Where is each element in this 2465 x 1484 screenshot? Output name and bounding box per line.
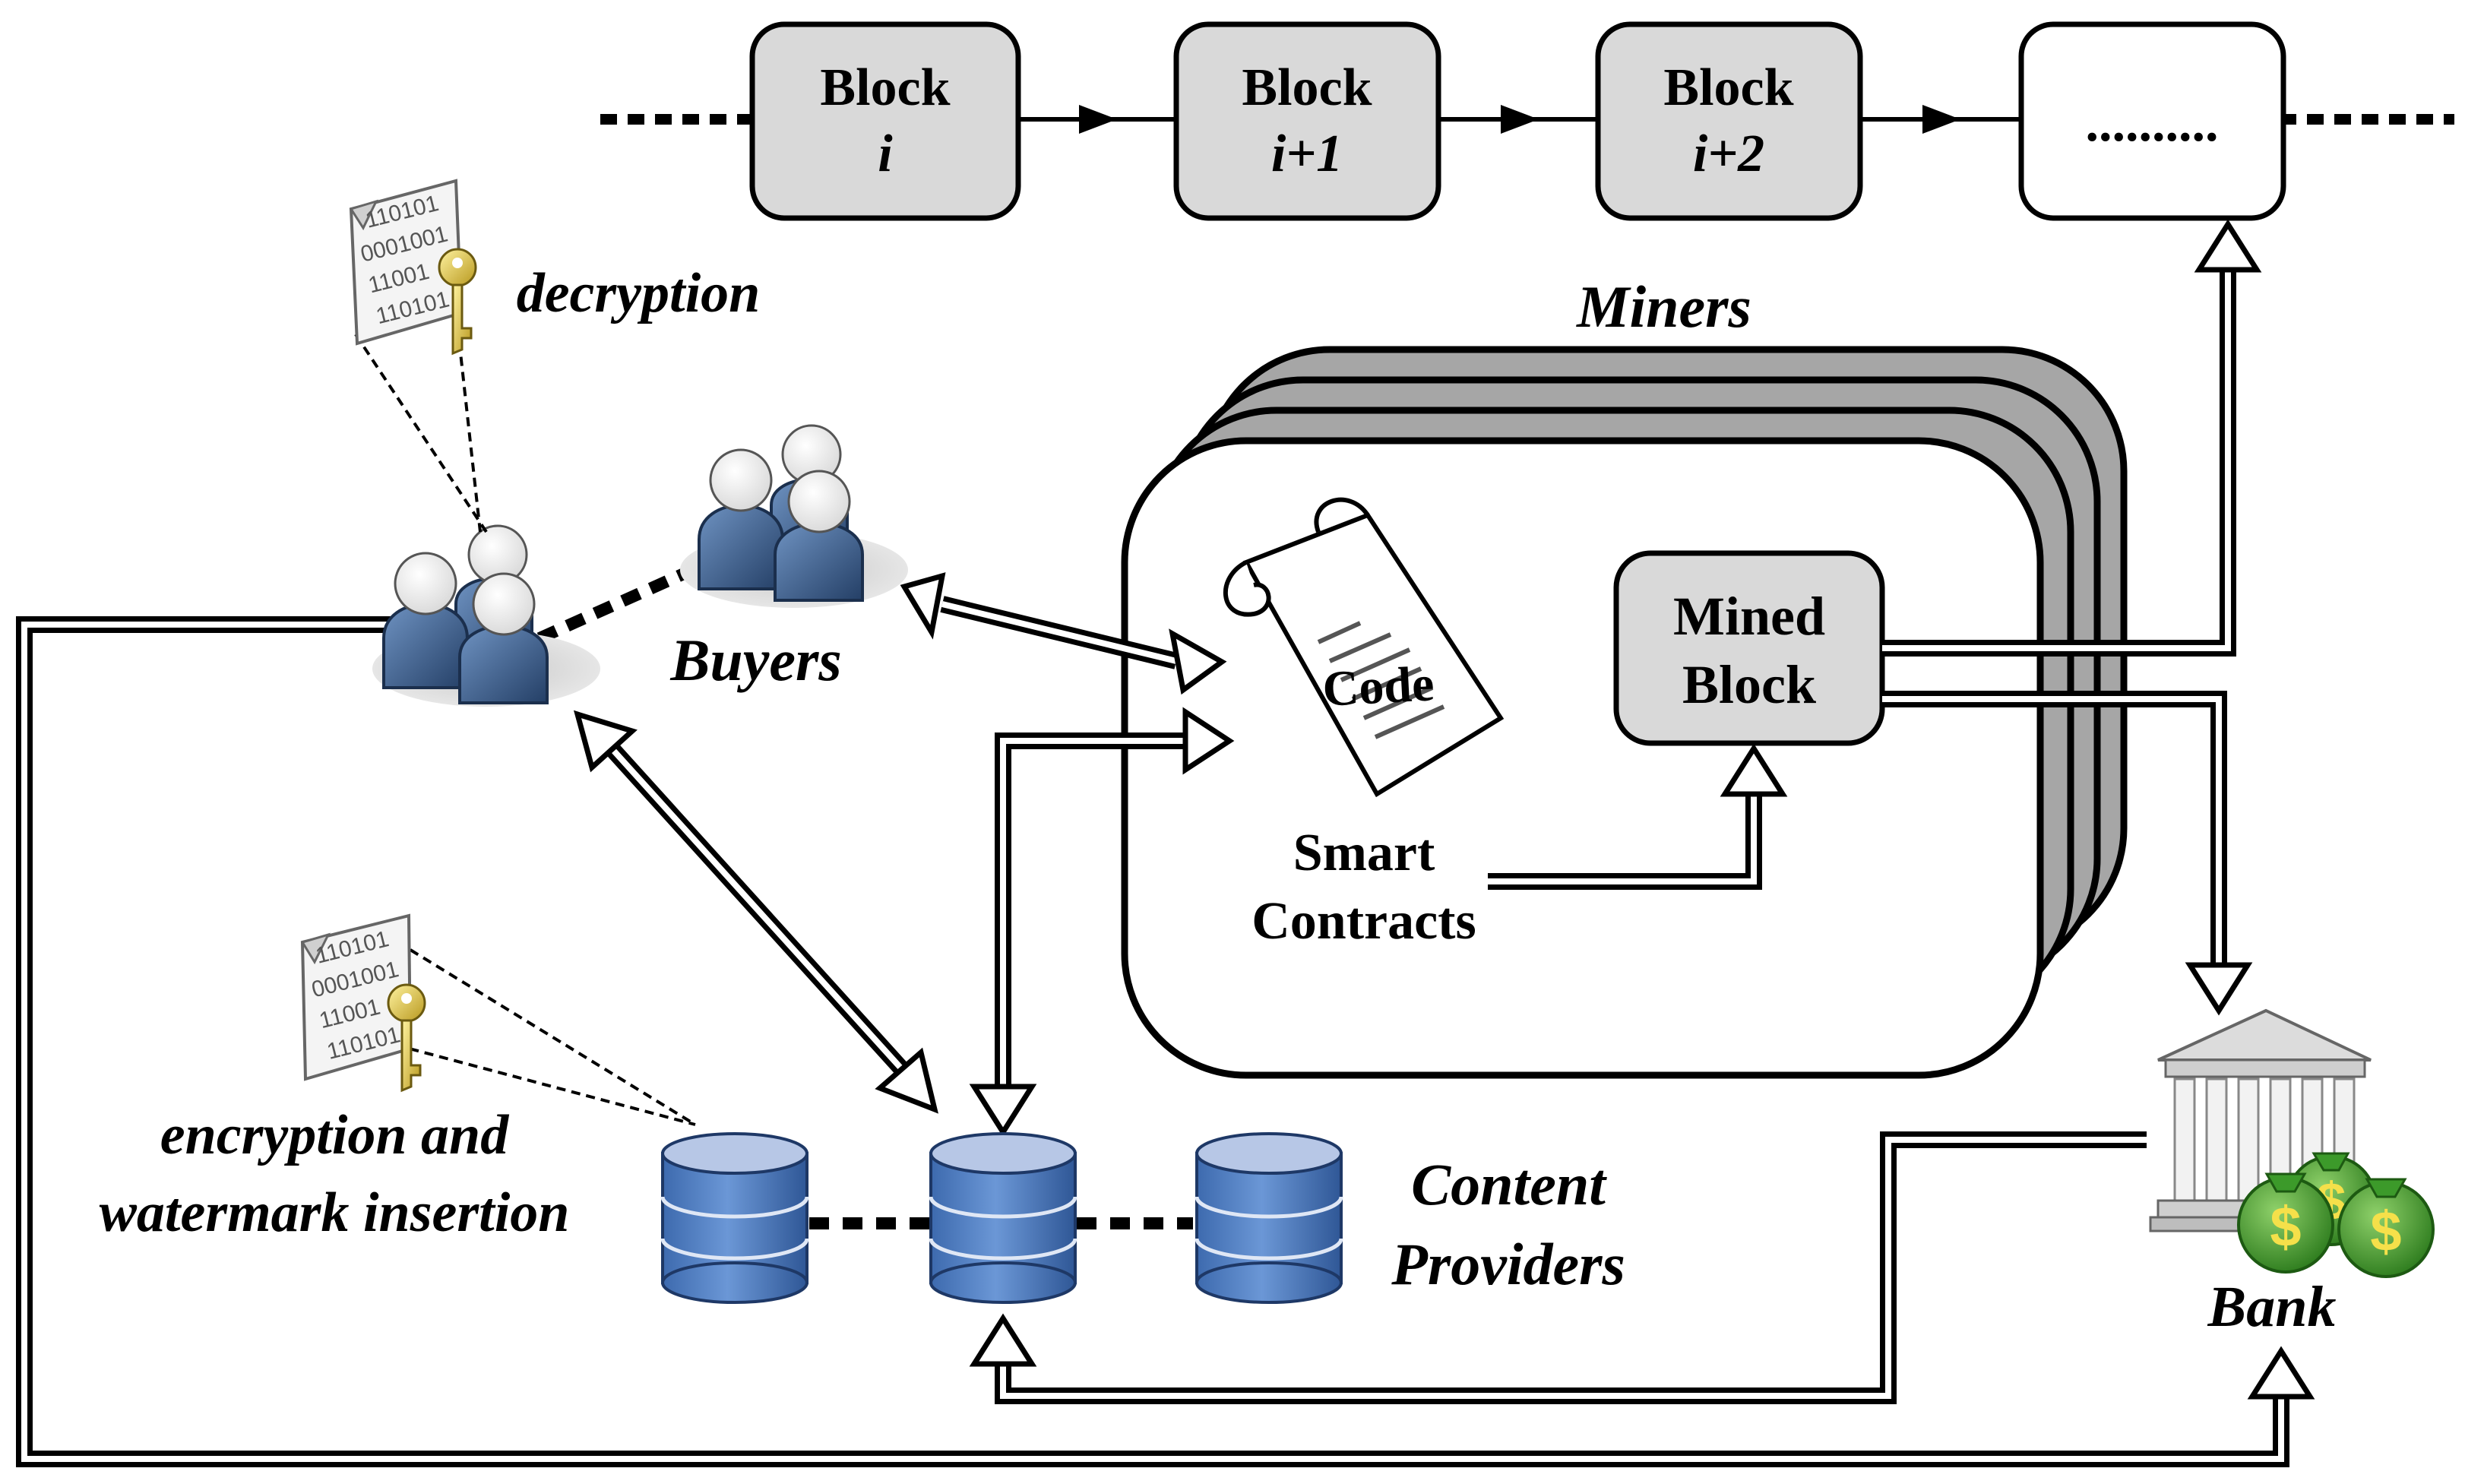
miners-label: Miners: [1575, 274, 1751, 340]
buyer-group-left: [372, 524, 600, 707]
person-icon: [774, 470, 864, 602]
key-icon: [438, 248, 477, 356]
code-label: Code: [1321, 656, 1435, 717]
arrowhead-downright-provider: [875, 1047, 938, 1114]
buyers-dotted-link: [536, 568, 687, 644]
bank-label: Bank: [2207, 1275, 2337, 1339]
mined-block: Mined Block: [1613, 550, 1885, 746]
block-i: Block i: [749, 21, 1021, 221]
key-icon: [387, 983, 426, 1093]
arrowhead-down-provider: [969, 1084, 1037, 1138]
person-icon: [698, 448, 784, 590]
block-i-plus-2: Block i+2: [1595, 21, 1863, 221]
block-index: i: [878, 125, 893, 183]
mined-block-line1: Mined: [1673, 586, 1825, 647]
smart-contracts-line2: Contracts: [1251, 892, 1476, 951]
block-i-plus-1: Block i+1: [1173, 21, 1441, 221]
block-index: i+1: [1271, 125, 1343, 183]
database-icon: [929, 1132, 1077, 1304]
encryption-line2: watermark insertion: [100, 1182, 570, 1244]
arrowhead-left-buyers: [900, 572, 946, 640]
person-icon: [382, 552, 469, 689]
database-icon: [660, 1132, 809, 1304]
encryption-file-icon: 110101 0001001 11001 110101: [300, 913, 697, 1126]
block-index: i+2: [1693, 125, 1764, 183]
block-next: ..........: [2018, 21, 2286, 221]
money-symbol: $: [2370, 1200, 2401, 1263]
miner-node: [1121, 437, 2044, 1079]
mined-block-line2: Block: [1682, 654, 1816, 715]
person-icon: [458, 572, 549, 704]
decryption-file-icon: 110101 0001001 11001 110101: [349, 179, 488, 533]
arrowhead-right-contract-upper: [1169, 628, 1227, 695]
arrowhead-upleft-buyers: [573, 710, 638, 773]
smart-contract-scroll-icon: Code: [1223, 497, 1505, 798]
arrowhead-right-contract-lower: [1182, 707, 1235, 775]
connectors: [16, 270, 2289, 1467]
database-icon: [1195, 1132, 1343, 1304]
smart-contracts-line1: Smart: [1293, 824, 1435, 882]
blockchain: Block i Block i+1 Block i+2 ..........: [600, 21, 2454, 221]
content-providers-line2: Providers: [1391, 1231, 1625, 1297]
money-bag-icon: $: [2237, 1172, 2334, 1274]
arrowhead-up-mined-block: [1720, 743, 1788, 797]
money-symbol: $: [2270, 1195, 2301, 1258]
arrowhead-up-provider: [969, 1313, 1037, 1367]
buyer-group-right: [680, 424, 908, 608]
content-providers-line1: Content: [1411, 1151, 1607, 1217]
block-title: Block: [1663, 59, 1793, 117]
block-title: Block: [1242, 59, 1372, 117]
block-title: Block: [820, 59, 950, 117]
encryption-line1: encryption and: [160, 1104, 509, 1166]
arrowhead-down-bank: [2185, 962, 2253, 1016]
block-ellipsis: ..........: [2086, 94, 2219, 153]
buyers-label: Buyers: [669, 627, 841, 693]
decryption-label: decryption: [517, 262, 761, 324]
arrowhead-up-chain: [2194, 219, 2262, 273]
arrowheads: [573, 219, 2315, 1400]
arrowhead-up-bank: [2247, 1346, 2315, 1400]
money-bag-icon: $: [2337, 1178, 2435, 1278]
